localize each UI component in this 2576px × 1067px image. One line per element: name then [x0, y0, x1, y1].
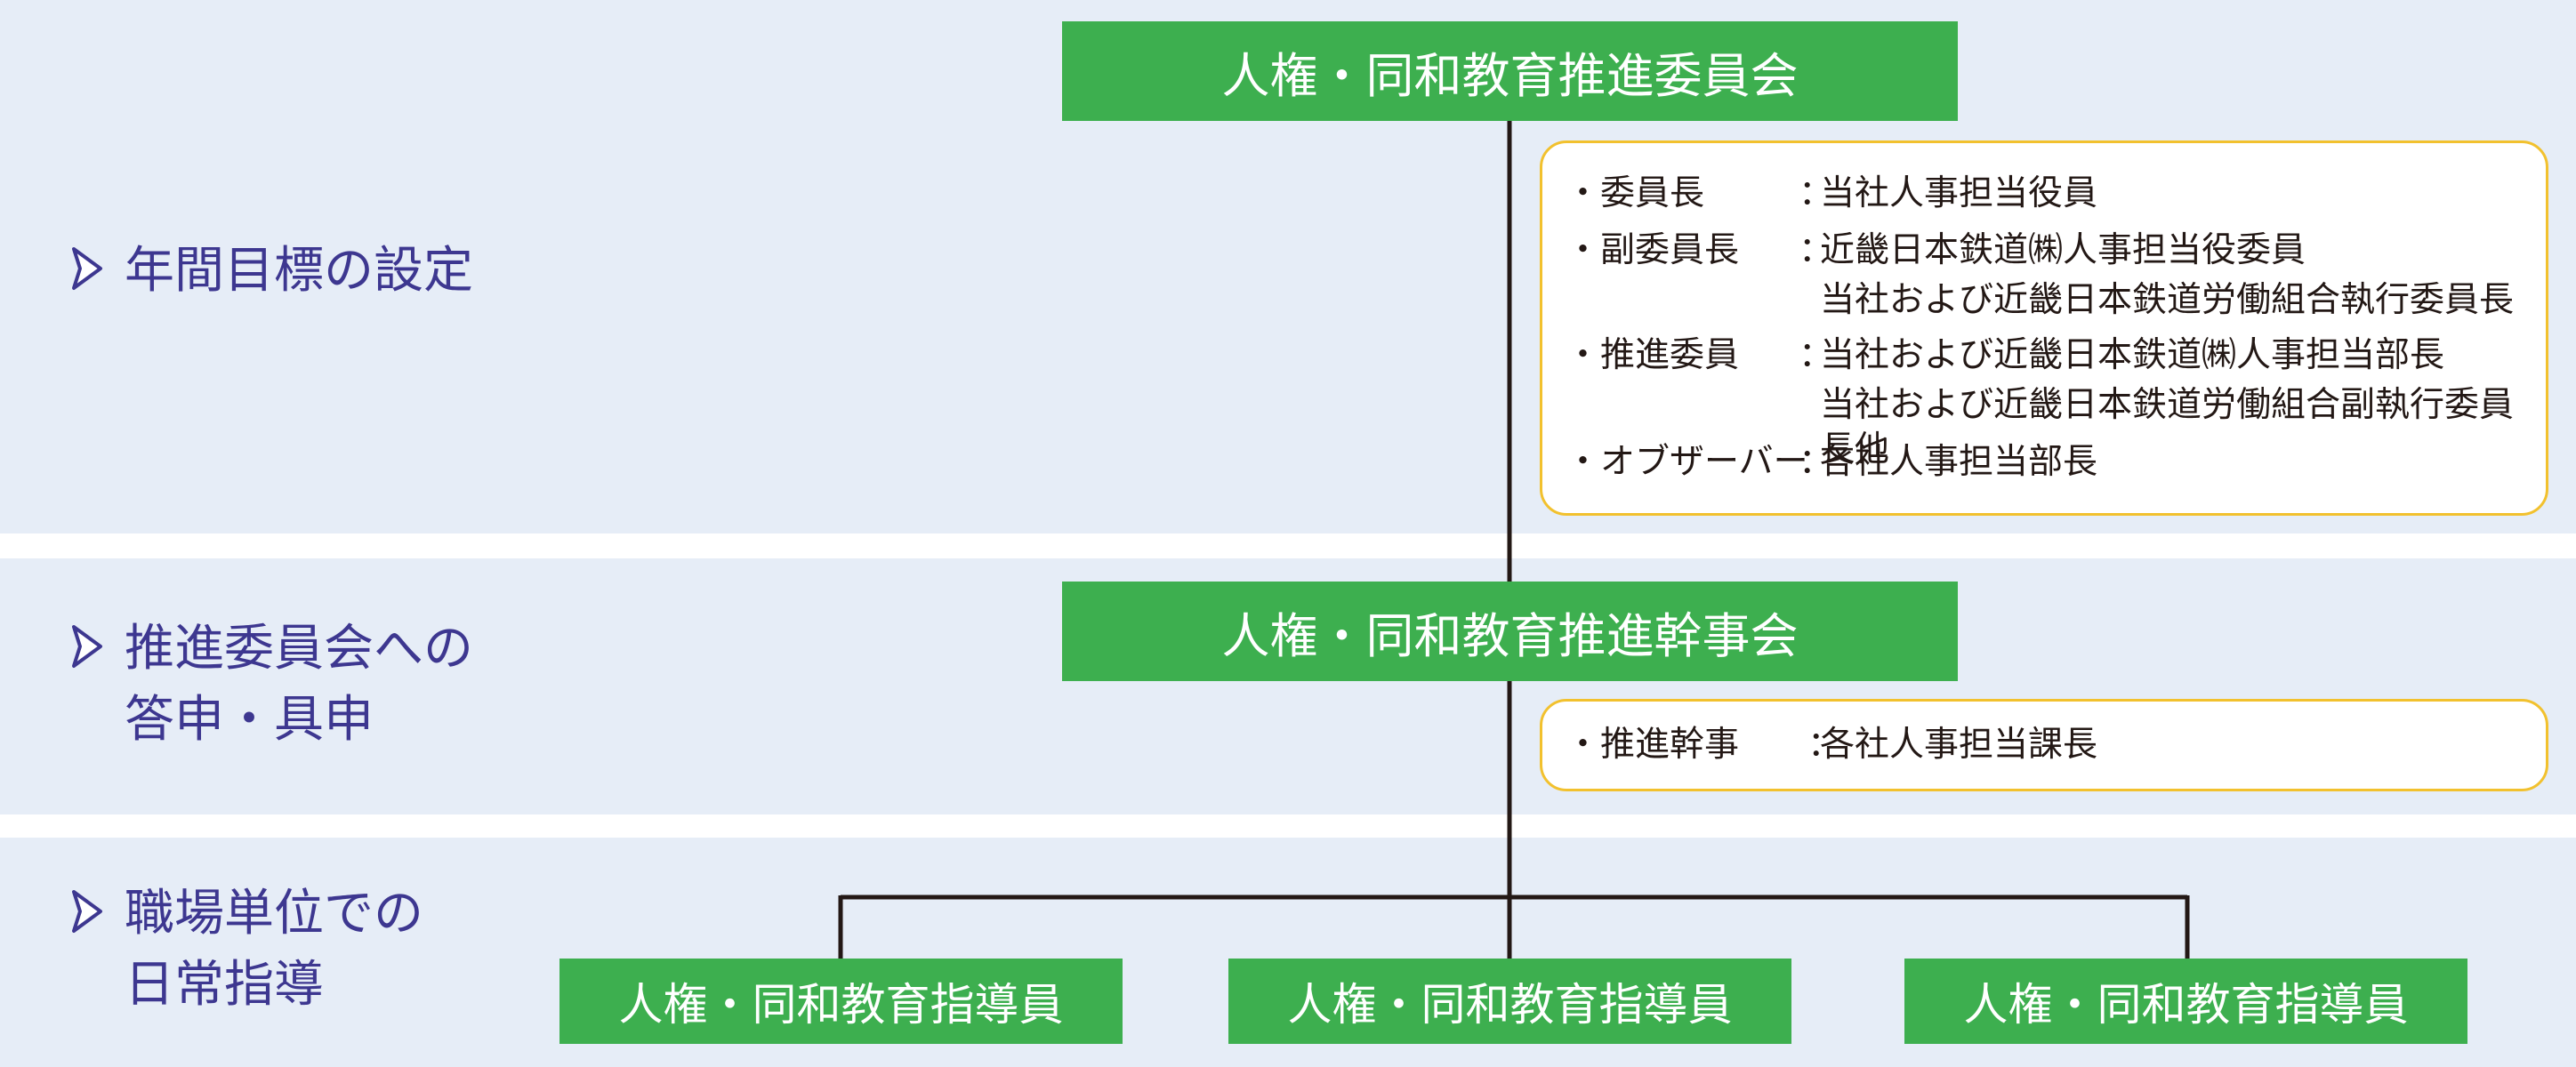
member-role: ・推進幹事 [1566, 725, 1740, 765]
side-label-line: 答申・具申 [125, 691, 374, 749]
member-value: 当社および近畿日本鉄道労働組合執行委員長 [1820, 280, 2515, 320]
instructor-box: 人権・同和教育指導員 [1228, 959, 1791, 1044]
side-label-line: 日常指導 [125, 956, 324, 1014]
member-colon: ： [1799, 335, 1834, 375]
instructor-box: 人権・同和教育指導員 [1904, 959, 2467, 1044]
member-value: 当社および近畿日本鉄道㈱人事担当部長 [1820, 335, 2445, 375]
member-colon: ： [1799, 442, 1834, 482]
member-colon: ： [1807, 725, 1843, 765]
committee-members-box: ・委員長 ： 当社人事担当役員 ・副委員長 ： 近畿日本鉄道㈱人事担当役委員 当… [1540, 140, 2548, 516]
instructor-box: 人権・同和教育指導員 [559, 959, 1123, 1044]
committee-title-box: 人権・同和教育推進委員会 [1062, 21, 1958, 121]
member-role: ・副委員長 [1566, 230, 1740, 270]
member-role: ・推進委員 [1566, 335, 1740, 375]
triangle-arrow-icon [72, 247, 102, 290]
side-label-line: 年間目標の設定 [125, 242, 473, 300]
member-value: 各社人事担当部長 [1820, 442, 2098, 482]
member-colon: ： [1799, 230, 1834, 270]
member-value: 当社人事担当役員 [1820, 173, 2098, 213]
member-role: ・オブザーバー [1566, 442, 1808, 482]
triangle-arrow-icon [72, 625, 102, 668]
secretariat-title-box: 人権・同和教育推進幹事会 [1062, 582, 1958, 681]
member-value: 当社および近畿日本鉄道労働組合副執行委員長他 [1820, 385, 2515, 469]
member-value: 各社人事担当課長 [1820, 725, 2098, 765]
side-label-recommendation: 推進委員会への 答申・具申 [71, 614, 473, 756]
triangle-arrow-icon [72, 890, 102, 933]
secretariat-members-box: ・推進幹事 ： 各社人事担当課長 [1540, 699, 2548, 791]
side-label-annual-goals: 年間目標の設定 [71, 236, 473, 307]
member-value: 近畿日本鉄道㈱人事担当役委員 [1820, 230, 2306, 270]
side-label-daily-guidance: 職場単位での 日常指導 [71, 878, 423, 1021]
member-role: ・委員長 [1566, 173, 1705, 213]
member-colon: ： [1799, 173, 1834, 213]
side-label-line: 職場単位での [125, 885, 423, 943]
side-label-line: 推進委員会への [125, 620, 473, 678]
